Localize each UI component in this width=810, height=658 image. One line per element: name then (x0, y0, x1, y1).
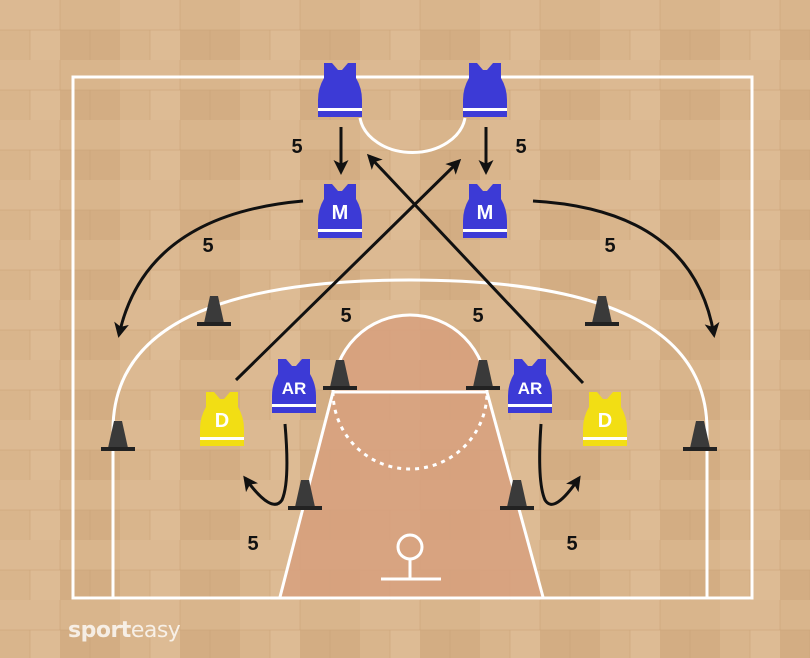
left-ar-player: AR (272, 359, 316, 413)
jersey-icon (272, 359, 316, 413)
jersey-stripe (508, 404, 552, 407)
player-label: AR (282, 379, 307, 398)
count-label: 5 (247, 533, 258, 555)
arrow-icon (243, 423, 289, 506)
arrow-icon (114, 199, 304, 338)
jersey-icon (318, 63, 362, 117)
count-label: 5 (340, 305, 351, 327)
top-left-player (318, 63, 362, 117)
jersey-icon (463, 184, 507, 238)
arrow-icon (538, 423, 581, 506)
count-label: 5 (472, 305, 483, 327)
left-m-player: M (318, 184, 362, 238)
right-d-player: D (583, 392, 627, 446)
jersey-stripe (463, 108, 507, 111)
arrow-icon (366, 153, 585, 385)
player-label: D (215, 410, 229, 432)
jersey-icon (583, 392, 627, 446)
jersey-stripe (463, 229, 507, 232)
jersey-stripe (272, 404, 316, 407)
player-label: AR (518, 379, 543, 398)
jersey-stripe (318, 108, 362, 111)
three-point-arc (111, 278, 709, 597)
arrow-icon (234, 158, 462, 382)
sporteasy-logo: sporteasy (68, 618, 181, 643)
court-boundary (71, 75, 754, 600)
player-label: M (477, 202, 494, 224)
top-paint (333, 315, 487, 392)
jersey-icon (318, 184, 362, 238)
left-d-player: D (200, 392, 244, 446)
jersey-stripe (583, 437, 627, 440)
player-label: M (332, 202, 349, 224)
jersey-stripe (200, 437, 244, 440)
right-ar-player: AR (508, 359, 552, 413)
top-right-player (463, 63, 507, 117)
free-throw-circle-bottom (331, 391, 489, 471)
key-paint (280, 392, 543, 598)
count-label: 5 (202, 235, 213, 257)
jersey-icon (508, 359, 552, 413)
count-label: 5 (604, 235, 615, 257)
count-label: 5 (515, 136, 526, 158)
jersey-icon (200, 392, 244, 446)
center-circle-arc (358, 117, 467, 155)
count-label: 5 (291, 136, 302, 158)
jersey-icon (463, 63, 507, 117)
jersey-stripe (318, 229, 362, 232)
free-throw-circle-top (331, 313, 489, 393)
player-label: D (598, 410, 612, 432)
movement-arrows (114, 127, 720, 506)
count-label: 5 (566, 533, 577, 555)
arrow-icon (532, 199, 720, 338)
right-m-player: M (463, 184, 507, 238)
